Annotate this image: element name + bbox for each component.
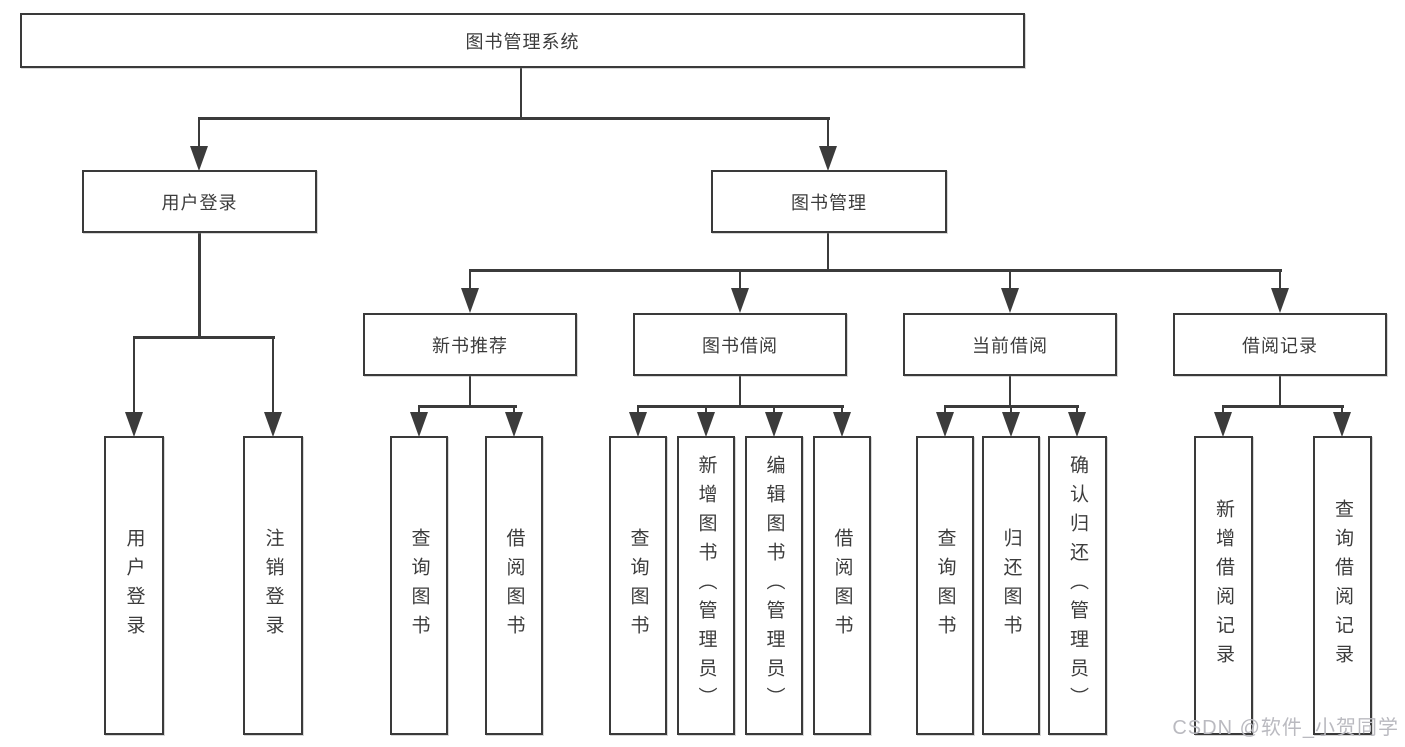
arrowhead-icon <box>833 412 851 437</box>
connector-user-login-stub <box>198 233 201 338</box>
node-leaf-add-borrow-record: 新增借阅记录 <box>1194 436 1253 735</box>
node-label: 借阅图书 <box>503 527 525 644</box>
connector-drop <box>772 405 776 414</box>
node-label: 查询图书 <box>627 527 649 644</box>
arrowhead-icon <box>731 288 749 313</box>
connector-drop <box>1278 269 1282 290</box>
node-user-login: 用户登录 <box>82 170 317 233</box>
node-leaf-edit-books-admin: 编辑图书（管理员） <box>745 436 803 735</box>
connector-drop <box>512 405 516 414</box>
connector-drop <box>1009 405 1013 414</box>
connector-drop <box>1340 405 1344 414</box>
connector-borrowing-stub <box>738 376 742 407</box>
node-label: 新增借阅记录 <box>1213 498 1234 673</box>
arrowhead-icon <box>1068 412 1086 437</box>
connector-current-stub <box>1008 376 1012 407</box>
connector-drop <box>1008 269 1012 290</box>
node-label: 查询图书 <box>408 527 430 644</box>
node-book-borrowing: 图书借阅 <box>633 313 847 376</box>
arrowhead-icon <box>697 412 715 437</box>
node-leaf-logout: 注销登录 <box>243 436 303 735</box>
connector-records-bar <box>1222 405 1344 408</box>
arrowhead-icon <box>1002 412 1020 437</box>
arrowhead-icon <box>1333 412 1351 437</box>
node-leaf-user-login: 用户登录 <box>104 436 164 735</box>
arrowhead-icon <box>629 412 647 437</box>
node-leaf-query-books-current: 查询图书 <box>916 436 974 735</box>
node-label: 查询图书 <box>934 527 956 644</box>
arrowhead-icon <box>410 412 428 437</box>
connector-recommend-bar <box>418 405 517 408</box>
arrowhead-icon <box>1271 288 1289 313</box>
connector-user-login-bar <box>133 336 275 339</box>
connector-drop <box>636 405 640 414</box>
arrowhead-icon <box>1214 412 1232 437</box>
watermark: CSDN @软件_小贺同学 <box>1172 717 1399 739</box>
connector-records-stub <box>1278 376 1282 407</box>
node-leaf-query-books-borrowing: 查询图书 <box>609 436 667 735</box>
node-new-book-recommend: 新书推荐 <box>363 313 577 376</box>
node-leaf-query-books-recommend: 查询图书 <box>390 436 448 735</box>
node-leaf-borrow-books-recommend: 借阅图书 <box>485 436 543 735</box>
connector-root-stub <box>519 68 523 119</box>
arrowhead-icon <box>936 412 954 437</box>
connector-drop <box>468 269 472 290</box>
connector-book-mgmt-stub <box>826 233 830 271</box>
node-leaf-query-borrow-record: 查询借阅记录 <box>1313 436 1372 735</box>
node-label: 归还图书 <box>1000 527 1022 644</box>
connector-level2-bar <box>198 117 830 120</box>
arrowhead-icon <box>1001 288 1019 313</box>
node-current-borrowing: 当前借阅 <box>903 313 1117 376</box>
connector-borrowing-bar <box>637 405 844 408</box>
node-label: 新增图书（管理员） <box>695 455 717 716</box>
node-label: 编辑图书（管理员） <box>763 455 785 716</box>
node-label: 借阅记录 <box>1242 335 1318 356</box>
node-label: 确认归还（管理员） <box>1067 455 1088 716</box>
node-label: 用户登录 <box>161 192 238 213</box>
node-label: 注销登录 <box>262 527 284 644</box>
node-label: 图书管理系统 <box>465 31 580 52</box>
node-borrow-records: 借阅记录 <box>1173 313 1387 376</box>
node-book-management: 图书管理 <box>711 170 947 233</box>
connector-user-login-drop <box>197 117 201 148</box>
connector-drop <box>738 269 742 290</box>
node-label: 新书推荐 <box>432 335 508 356</box>
connector-drop <box>1075 405 1079 414</box>
node-library-system: 图书管理系统 <box>20 13 1025 68</box>
node-leaf-confirm-return-admin: 确认归还（管理员） <box>1048 436 1107 735</box>
connector-drop <box>1221 405 1225 414</box>
arrowhead-icon <box>765 412 783 437</box>
arrowhead-icon <box>461 288 479 313</box>
node-leaf-add-books-admin: 新增图书（管理员） <box>677 436 735 735</box>
node-leaf-return-books: 归还图书 <box>982 436 1040 735</box>
node-label: 图书借阅 <box>702 335 778 356</box>
node-label: 用户登录 <box>123 527 145 644</box>
node-label: 查询借阅记录 <box>1332 498 1353 673</box>
arrowhead-icon <box>190 146 208 171</box>
connector-drop <box>840 405 844 414</box>
arrowhead-icon <box>819 146 837 171</box>
connector-drop <box>132 336 136 414</box>
connector-recommend-stub <box>468 376 472 407</box>
connector-drop <box>271 336 275 414</box>
arrowhead-icon <box>264 412 282 437</box>
node-label: 图书管理 <box>791 192 867 213</box>
node-leaf-borrow-books-borrowing: 借阅图书 <box>813 436 871 735</box>
connector-level3-bar <box>469 269 1282 272</box>
connector-drop <box>704 405 708 414</box>
connector-drop <box>417 405 421 414</box>
connector-drop <box>943 405 947 414</box>
arrowhead-icon <box>125 412 143 437</box>
connector-book-mgmt-drop <box>826 117 830 148</box>
arrowhead-icon <box>505 412 523 437</box>
node-label: 当前借阅 <box>972 335 1048 356</box>
node-label: 借阅图书 <box>831 527 853 644</box>
